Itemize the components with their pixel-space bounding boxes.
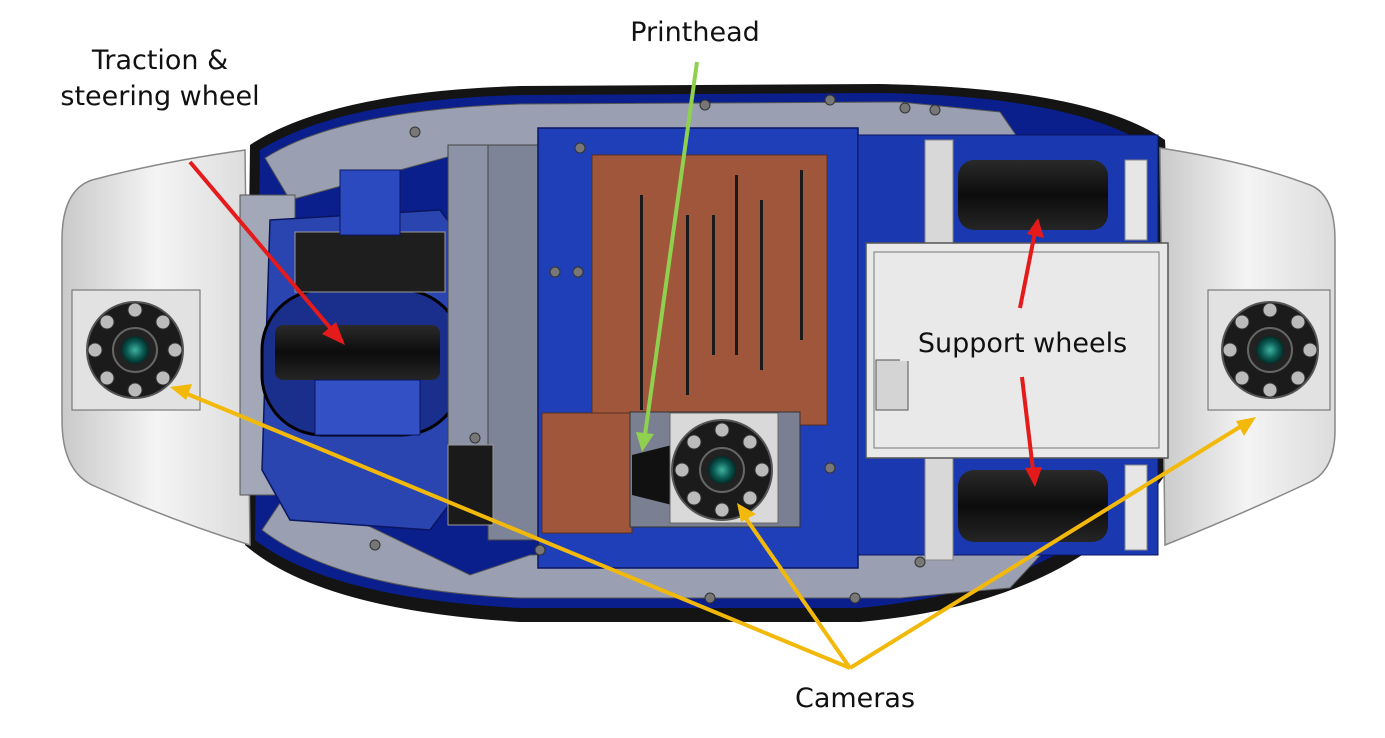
left-camera [71, 289, 201, 411]
arrowhead-camera-right [1236, 417, 1256, 436]
arrow-traction [188, 160, 345, 345]
support-wheel-axle-top [1124, 159, 1148, 241]
center-camera [669, 412, 779, 524]
arrowhead-camera-center [737, 503, 756, 522]
support-wheel-axle-bottom [1124, 464, 1148, 551]
label-cameras: Cameras [794, 683, 916, 714]
main-pcb [591, 154, 828, 426]
support-wheel-bottom [958, 470, 1108, 542]
bottom-frame-plate [261, 487, 1052, 599]
label-traction-line2: steering wheel [60, 81, 260, 112]
arrowhead-camera-left [170, 384, 192, 400]
screw-heads [369, 94, 941, 604]
label-traction-line1: Traction & [91, 45, 229, 76]
arrow-camera-right [848, 423, 1245, 670]
drive-motor-top [294, 231, 446, 293]
support-wheel-top [958, 160, 1108, 230]
printhead-pcb [541, 412, 633, 534]
drive-lower-block [314, 379, 421, 436]
right-camera [1207, 289, 1331, 411]
cover-plate-inner [873, 251, 1160, 449]
label-support-wheels: Support wheels [900, 327, 1145, 361]
traction-wheel [275, 325, 440, 380]
label-printhead: Printhead [630, 17, 760, 48]
cover-latch [875, 359, 909, 411]
center-divider-shadow [487, 144, 539, 541]
arrow-support-top [1018, 218, 1044, 309]
arrow-camera-center [743, 515, 852, 670]
pcb-hole-rows [640, 170, 803, 410]
drive-motor-stem [339, 169, 401, 236]
printhead-nozzle [632, 445, 672, 505]
arrow-camera-left [184, 391, 851, 670]
arrow-printhead [636, 61, 699, 452]
arrow-support-bottom [1020, 376, 1042, 487]
